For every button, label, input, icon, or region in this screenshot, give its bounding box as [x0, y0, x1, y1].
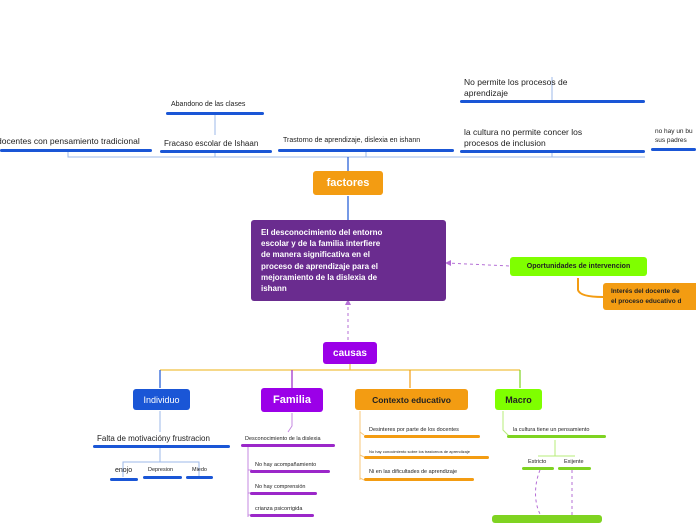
contexto-item-conocimiento-underline [364, 456, 489, 459]
familia-item-comprension[interactable]: No hay comprensión [255, 484, 306, 490]
main-problem-line1: El desconocimiento del entorno [261, 228, 383, 237]
individuo-item-enojo[interactable]: enojo [115, 467, 133, 474]
familia-item-acompanamiento-underline [250, 470, 330, 473]
familia-node[interactable]: Familia [261, 388, 323, 412]
node-fracaso-underline [160, 150, 272, 153]
node-cultura-line1[interactable]: la cultura no permite concer los [464, 127, 583, 137]
familia-item-comprension-underline [250, 492, 317, 495]
main-problem-line4: proceso de aprendizaje para el [261, 261, 378, 271]
individuo-item-depresion[interactable]: Depresion [148, 467, 174, 473]
interes-line1: Interés del docente de [611, 288, 680, 295]
contexto-item-desinteres[interactable]: Desinteres por parte de los docentes [369, 427, 459, 433]
familia-item-acompanamiento[interactable]: No hay acompañamiento [255, 462, 317, 468]
contexto-item-desinteres-underline [364, 435, 480, 438]
macro-node[interactable]: Macro [495, 389, 542, 410]
main-problem-line2: escolar y de la familia interfiere [261, 239, 381, 249]
familia-sub-label[interactable]: Desconocimiento de la dislexia [245, 436, 321, 442]
macro-item-exijente[interactable]: Exijente [564, 459, 584, 465]
node-no-permite-line1[interactable]: No permite los procesos de [464, 77, 568, 87]
node-no-hay-underline [651, 148, 696, 151]
factores-node[interactable]: factores [313, 171, 383, 195]
contexto-node[interactable]: Contexto educativo [355, 389, 468, 410]
node-trastorno-underline [278, 149, 454, 152]
individuo-item-miedo[interactable]: Miedo [192, 467, 207, 473]
main-problem-node[interactable]: El desconocimiento del entorno escolar y… [251, 220, 446, 301]
macro-item-exijente-underline [558, 467, 591, 470]
node-no-hay-line1[interactable]: no hay un bu [655, 128, 693, 135]
node-abandono-label[interactable]: Abandono de las clases [171, 101, 246, 108]
main-problem-line6: ishann [261, 284, 287, 294]
individuo-item-depresion-underline [143, 476, 182, 479]
individuo-node[interactable]: Individuo [133, 389, 190, 410]
familia-item-crianza-underline [250, 514, 314, 517]
familia-item-crianza[interactable]: crianza psicorrigida [255, 506, 303, 512]
oportunidades-node[interactable]: Oportunidades de intervencion [510, 257, 647, 276]
node-docentes-label[interactable]: docentes con pensamiento tradicional [0, 136, 140, 146]
node-no-hay-line2[interactable]: sus padres [655, 137, 687, 144]
node-docentes-underline [0, 149, 152, 152]
node-trastorno-label[interactable]: Trastorno de aprendizaje, dislexia en is… [283, 137, 421, 144]
contexto-item-dificultades[interactable]: Ni en las dificultades de aprendizaje [369, 469, 458, 475]
macro-item-estricto-underline [522, 467, 554, 470]
node-abandono-underline [166, 112, 264, 115]
macro-item-estricto[interactable]: Estricto [528, 459, 547, 465]
node-cultura-underline [460, 150, 645, 153]
main-problem-line3: de manera significativa en el [261, 250, 370, 260]
node-no-permite-line2[interactable]: aprendizaje [464, 88, 508, 98]
node-no-permite-underline [460, 100, 645, 103]
node-fracaso-label[interactable]: Fracaso escolar de Ishaan [164, 139, 259, 148]
node-cultura-line2[interactable]: procesos de inclusion [464, 138, 546, 148]
individuo-item-enojo-underline [110, 478, 138, 481]
macro-sub-underline [507, 435, 606, 438]
individuo-sub-label[interactable]: Falta de motivacióny frustracion [97, 434, 210, 443]
main-problem-line5: mejoramiento de la dislexia de [261, 272, 378, 282]
interes-line2: el proceso educativo d [611, 298, 682, 305]
contexto-item-dificultades-underline [364, 478, 474, 481]
causas-node[interactable]: causas [323, 342, 377, 364]
interes-node[interactable]: Interés del docente de el proceso educat… [603, 283, 696, 310]
familia-sub-underline [241, 444, 335, 447]
macro-bottom-node[interactable] [492, 515, 602, 523]
contexto-item-conocimiento[interactable]: No hay conocimiento sobre los trastornos… [369, 449, 470, 454]
individuo-sub-underline [93, 445, 230, 448]
macro-sub-label[interactable]: la cultura tiene un pensamiento [513, 427, 590, 433]
individuo-item-miedo-underline [186, 476, 213, 479]
